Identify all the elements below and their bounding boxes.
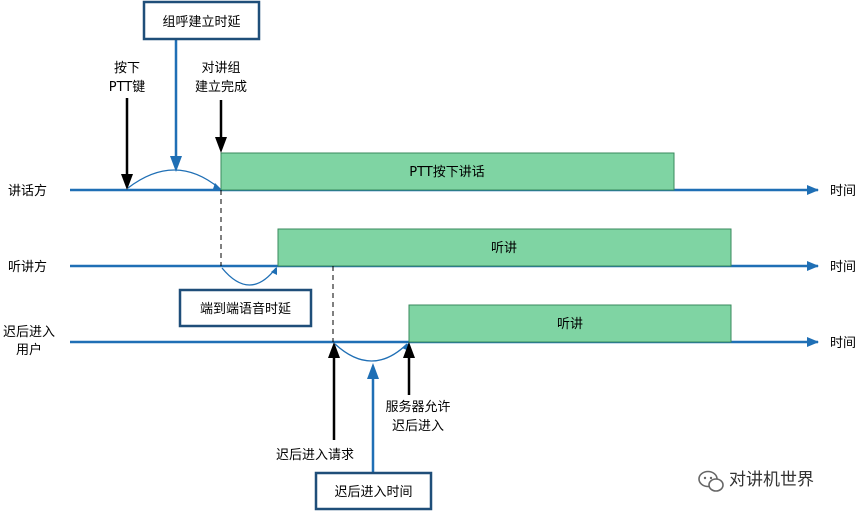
bar-ptt-talk (220, 152, 675, 191)
callout-box-group-setup (142, 0, 261, 41)
bar-ptt-talk-label: PTT按下讲话 (409, 165, 485, 180)
callout-text-group-setup: 组呼建立时延 (162, 15, 240, 30)
row-label-speaker: 讲话方 (8, 183, 47, 199)
callout-text-late-entry: 迟后进入时间 (334, 485, 412, 500)
callout-arrowhead-group-setup (170, 156, 182, 172)
event-label-press-ptt-line1: 按下 (114, 61, 140, 76)
callout-arrowhead-late-entry (367, 363, 379, 379)
event-label-setup-done-line1: 对讲组 (201, 61, 240, 76)
arc-end-to-end-delay (221, 267, 277, 286)
event-arrowhead-setup-done (215, 137, 227, 153)
time-label-late-user: 时间 (830, 336, 856, 351)
arc-arrowhead-1 (213, 183, 221, 189)
arc-group-setup-delay (127, 169, 220, 189)
bar-listen-2-label: 听讲 (557, 317, 583, 332)
wechat-logo-icon (698, 470, 724, 492)
callout-text-end-to-end: 端到端语音时延 (200, 301, 291, 317)
bar-listen-2 (408, 304, 732, 343)
event-label-setup-done-line2: 建立完成 (195, 80, 247, 95)
event-label-server-allows-line1: 服务器允许 (385, 399, 450, 415)
watermark-text: 对讲机世界 (729, 470, 814, 490)
arc-arrowhead-2 (271, 267, 277, 275)
event-arrowhead-press-ptt (121, 174, 133, 190)
callout-box-end-to-end (178, 288, 313, 328)
row-label-late-user-line2: 用户 (16, 342, 42, 358)
event-arrowhead-late-request (328, 342, 340, 358)
time-label-speaker: 时间 (830, 184, 856, 199)
row-label-late-user-line1: 迟后进入 (3, 325, 55, 340)
event-label-late-request: 迟后进入请求 (276, 448, 354, 463)
bar-listen-1 (277, 228, 732, 267)
callout-box-late-entry (314, 471, 433, 511)
event-label-press-ptt-line2: PTT键 (109, 80, 146, 95)
event-arrowhead-server-allows (403, 342, 415, 358)
time-label-listener: 时间 (830, 260, 856, 275)
bar-listen-1-label: 听讲 (491, 241, 517, 256)
arc-late-entry-time (334, 343, 408, 362)
row-label-listener: 听讲方 (8, 259, 47, 275)
event-label-server-allows-line2: 迟后进入 (392, 419, 444, 434)
